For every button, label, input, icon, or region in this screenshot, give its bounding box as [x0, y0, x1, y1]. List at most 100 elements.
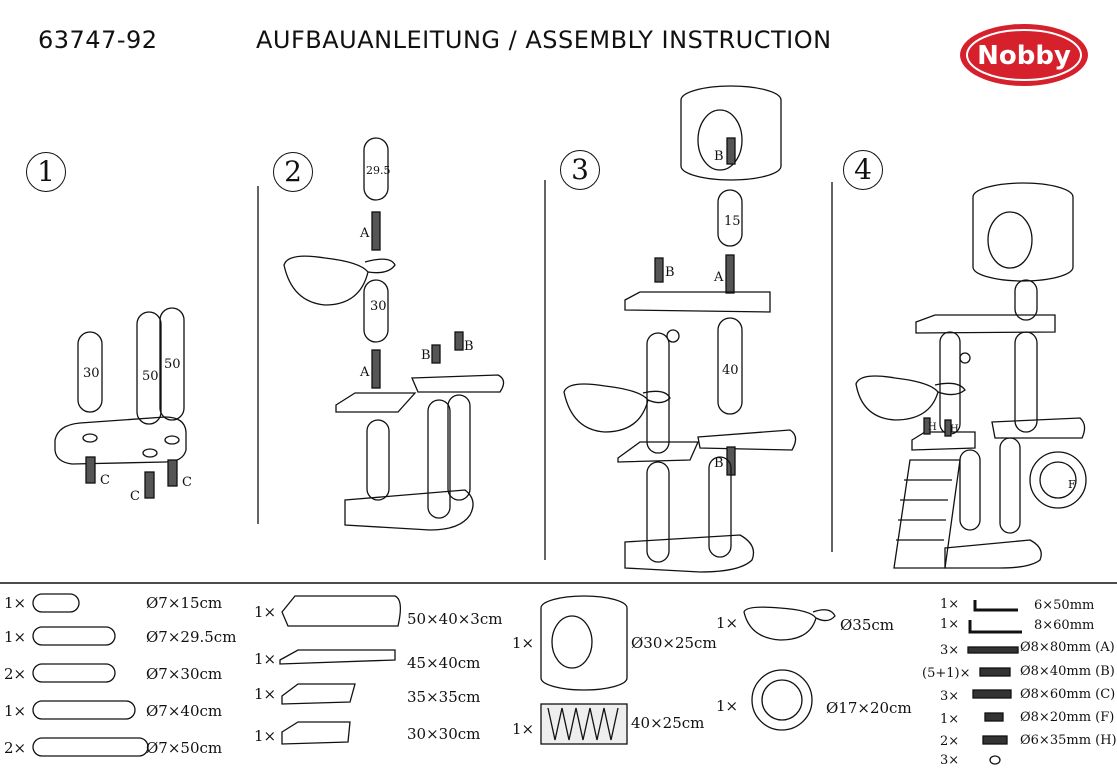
icon-tunnel	[751, 669, 813, 731]
hw-dim-4: Ø8×40mm (B)	[1020, 664, 1115, 679]
post-2-a	[366, 419, 390, 501]
step-2-drawing: 29.5 A 30 A B B	[283, 137, 505, 531]
label-post-50-a: 50	[142, 369, 159, 384]
hw-qty-3: 3×	[940, 643, 960, 658]
icon-allen-key-8	[968, 620, 1022, 634]
cave-4	[972, 182, 1074, 282]
hw-qty-7: 2×	[940, 734, 960, 749]
label-b-left: B	[665, 265, 675, 280]
board-dim-45: 45×40cm	[407, 654, 481, 672]
step-3-marker: 3	[560, 150, 600, 190]
icon-board-50	[281, 595, 402, 627]
board-45-2	[411, 374, 505, 393]
base-board-1	[54, 416, 187, 465]
bowl-4	[855, 375, 939, 421]
hw-dim-7: Ø6×35mm (H)	[1020, 733, 1117, 748]
step-2-marker: 2	[273, 152, 313, 192]
post-29-5	[363, 137, 389, 201]
base-board-4	[944, 539, 1042, 569]
board-qty-35: 1×	[254, 685, 277, 703]
ladder-4	[893, 459, 961, 569]
board-35-2	[335, 392, 417, 413]
label-post-50-b: 50	[164, 357, 181, 372]
base-board-3	[624, 534, 755, 573]
hw-dim-1: 6×50mm	[1034, 598, 1095, 613]
icon-bowl	[743, 606, 817, 641]
tunnel-qty: 1×	[716, 697, 739, 715]
icon-bolt-f	[984, 712, 1004, 722]
label-30: 30	[370, 299, 387, 314]
hw-dim-5: Ø8×60mm (C)	[1020, 687, 1116, 702]
label-b-top: B	[714, 149, 724, 164]
label-a-1: A	[359, 226, 370, 241]
step-3-drawing: B 15 A B 40 B	[563, 85, 797, 573]
bowl-3	[563, 383, 649, 433]
label-15: 15	[724, 214, 741, 229]
board-50-3	[624, 291, 771, 313]
post-3-c	[708, 456, 732, 558]
hw-qty-4: (5+1)×	[922, 666, 971, 681]
label-a-2: A	[359, 365, 370, 380]
board-dim-30: 30×30cm	[407, 725, 481, 743]
post-qty-30: 2×	[4, 665, 27, 683]
post-50-a	[136, 311, 162, 425]
post-dim-30: Ø7×30cm	[146, 665, 223, 683]
icon-allen-key-6	[973, 600, 1018, 612]
hw-qty-6: 1×	[940, 712, 960, 727]
post-3-a	[646, 332, 670, 454]
label-b-1: B	[421, 348, 431, 363]
nobby-logo: Nobby	[960, 24, 1088, 86]
ladder-qty: 1×	[512, 720, 535, 738]
label-screw-c-3: C	[182, 475, 192, 490]
board-35-4	[911, 431, 976, 451]
post-3-b	[646, 461, 670, 563]
post-2-c	[447, 394, 471, 501]
hw-qty-2: 1×	[940, 617, 960, 632]
icon-cave	[540, 595, 628, 691]
board-35-3	[617, 441, 700, 463]
step-1-marker: 1	[26, 152, 66, 192]
label-h-1: H	[928, 422, 937, 433]
bowl-qty: 1×	[716, 614, 739, 632]
post-dim-50: Ø7×50cm	[146, 739, 223, 757]
icon-board-45	[279, 649, 396, 665]
icon-post-15	[32, 593, 80, 613]
brand-text: Nobby	[977, 41, 1071, 71]
label-post-30: 30	[83, 366, 100, 381]
post-50-b	[159, 307, 185, 421]
step-4-drawing: H H F	[855, 182, 1087, 569]
hw-qty-1: 1×	[940, 597, 960, 612]
board-45-4	[991, 417, 1086, 439]
label-screw-c-1: C	[100, 473, 110, 488]
post-qty-50: 2×	[4, 739, 27, 757]
step-4-marker: 4	[843, 150, 883, 190]
post-2-b	[427, 399, 451, 519]
label-40: 40	[722, 363, 739, 378]
label-h-2: H	[950, 424, 959, 435]
post-qty-29-5: 1×	[4, 628, 27, 646]
ladder-dim: 40×25cm	[631, 714, 705, 732]
cave-qty: 1×	[512, 634, 535, 652]
post-30-2	[363, 279, 389, 343]
board-dim-35: 35×35cm	[407, 688, 481, 706]
label-screw-c-2: C	[130, 489, 140, 504]
post-15	[717, 189, 743, 247]
post-qty-40: 1×	[4, 702, 27, 720]
tunnel-4	[1029, 451, 1087, 509]
label-b-bottom: B	[714, 456, 724, 471]
board-qty-45: 1×	[254, 650, 277, 668]
icon-post-40	[32, 700, 136, 720]
board-dim-50: 50×40×3cm	[407, 610, 503, 628]
post-qty-15: 1×	[4, 594, 27, 612]
icon-post-29-5	[32, 626, 116, 646]
board-50-4	[915, 314, 1056, 334]
parts-icons	[32, 593, 1022, 765]
hw-qty-5: 3×	[940, 689, 960, 704]
step-1-drawing: 30 50 50 C C C	[54, 307, 192, 504]
icon-board-35	[281, 683, 356, 705]
post-dim-15: Ø7×15cm	[146, 594, 223, 612]
label-f: F	[1068, 478, 1076, 491]
cave-3	[680, 85, 782, 181]
board-qty-30: 1×	[254, 727, 277, 745]
product-code: 63747-92	[38, 26, 158, 54]
